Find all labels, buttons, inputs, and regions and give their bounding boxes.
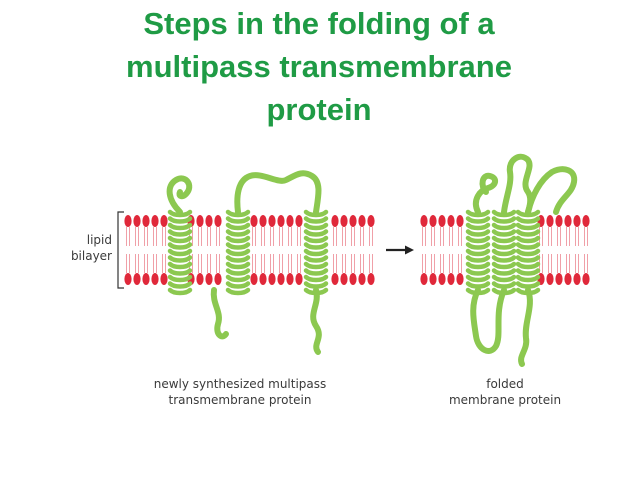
lipid-molecule <box>214 215 222 285</box>
lipid-molecule <box>358 215 366 285</box>
lipid-molecule <box>124 215 132 285</box>
lipid-molecule <box>573 215 581 285</box>
lipid-molecule <box>456 215 464 285</box>
transmembrane-helix <box>303 209 329 296</box>
lipid-molecule <box>555 215 563 285</box>
transmembrane-helix <box>225 209 251 296</box>
lipid-molecule <box>268 215 276 285</box>
title-line-2: multipass transmembrane <box>126 49 512 84</box>
lipid-molecule <box>420 215 428 285</box>
transmembrane-helix <box>465 209 491 296</box>
lipid-molecule <box>277 215 285 285</box>
lipid-molecule <box>250 215 258 285</box>
lipid-molecule <box>349 215 357 285</box>
folded-protein-caption: folded membrane protein <box>430 376 580 408</box>
lipid-molecule <box>295 215 303 285</box>
lipid-molecule <box>331 215 339 285</box>
process-arrow <box>386 245 414 255</box>
lipid-bilayer-label: lipid bilayer <box>70 232 112 264</box>
lipid-molecule <box>582 215 590 285</box>
lipid-molecule <box>429 215 437 285</box>
folded-protein <box>470 153 578 367</box>
lipid-molecule <box>196 215 204 285</box>
lipid-label-line-1: lipid <box>86 233 112 247</box>
lipid-molecule <box>205 215 213 285</box>
lipid-molecule <box>447 215 455 285</box>
left-caption-line-1: newly synthesized multipass <box>153 377 327 391</box>
transmembrane-helix <box>167 209 193 296</box>
unfolded-protein <box>166 170 322 355</box>
right-caption-line-1: folded <box>486 377 524 391</box>
lipid-bilayer-bracket <box>117 211 124 289</box>
transmembrane-helix <box>515 209 541 296</box>
lipid-bilayer-right <box>420 215 590 285</box>
lipid-molecule <box>564 215 572 285</box>
lipid-molecule <box>546 215 554 285</box>
lipid-molecule <box>438 215 446 285</box>
left-caption-line-2: transmembrane protein <box>168 393 312 407</box>
lipid-label-line-2: bilayer <box>70 249 112 263</box>
lipid-molecule <box>133 215 141 285</box>
lipid-bilayer-left <box>124 215 375 285</box>
lipid-molecule <box>142 215 150 285</box>
unfolded-protein-caption: newly synthesized multipass transmembran… <box>120 376 360 408</box>
lipid-molecule <box>367 215 375 285</box>
lipid-molecule <box>160 215 168 285</box>
transmembrane-helix <box>491 209 517 296</box>
lipid-molecule <box>151 215 159 285</box>
lipid-molecule <box>340 215 348 285</box>
title-line-1: Steps in the folding of a <box>143 6 495 41</box>
title-line-3: protein <box>266 92 372 127</box>
lipid-molecule <box>286 215 294 285</box>
right-caption-line-2: membrane protein <box>448 393 562 407</box>
page-title: Steps in the folding of a multipass tran… <box>0 2 638 131</box>
lipid-molecule <box>259 215 267 285</box>
